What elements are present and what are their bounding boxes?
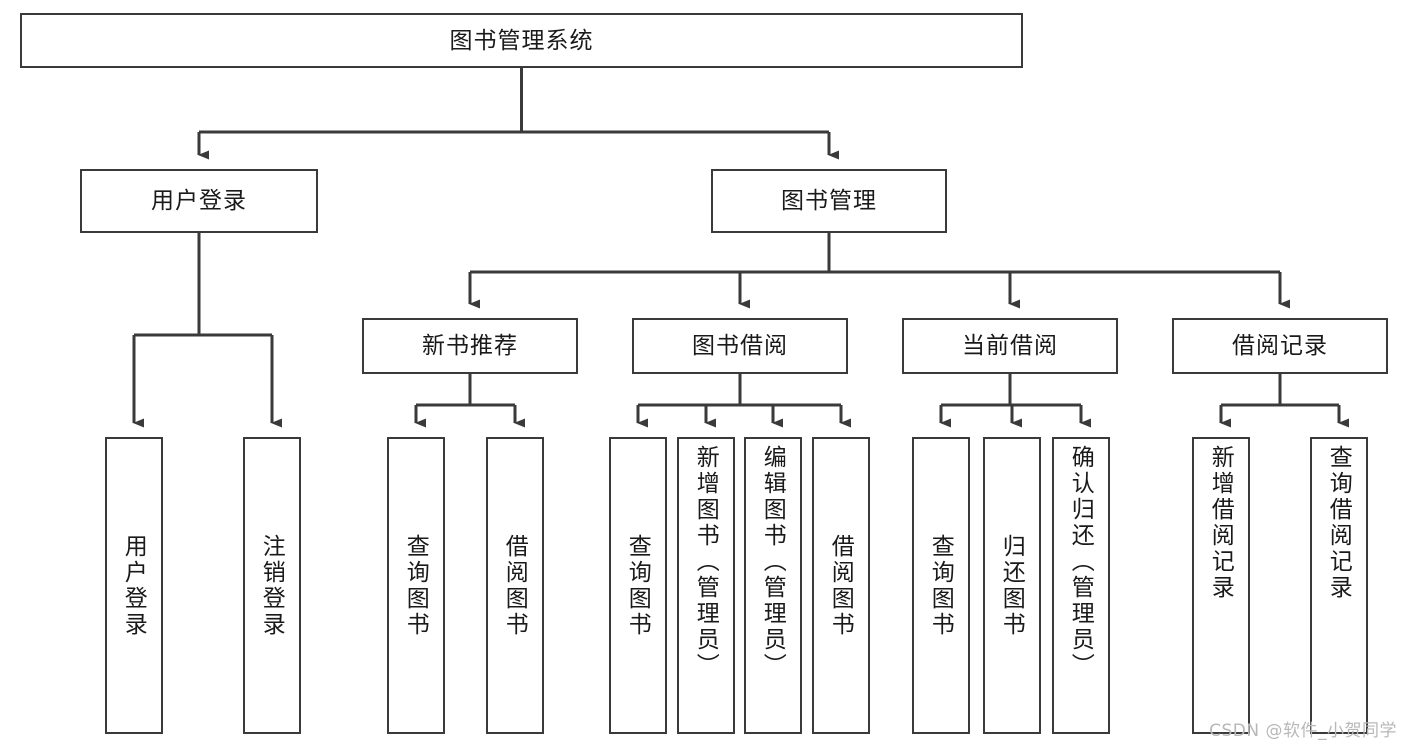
node-leaf-bb-add[interactable]: 新增图书（管理员）	[677, 437, 735, 734]
node-label: 用户登录	[151, 187, 247, 214]
node-label: 图书借阅	[692, 332, 788, 359]
node-label: 编辑图书（管理员）	[760, 445, 787, 679]
node-label: 查询图书	[403, 533, 430, 638]
node-label: 查询借阅记录	[1326, 445, 1353, 601]
node-new-book-rec[interactable]: 新书推荐	[362, 318, 578, 374]
node-book-borrow[interactable]: 图书借阅	[632, 318, 848, 374]
node-leaf-bb-borrow[interactable]: 借阅图书	[812, 437, 870, 734]
node-book-manage[interactable]: 图书管理	[711, 169, 947, 233]
node-label: 新增图书（管理员）	[693, 445, 720, 679]
node-label: 当前借阅	[962, 332, 1058, 359]
node-label: 查询图书	[625, 533, 652, 638]
node-label: 新增借阅记录	[1208, 445, 1235, 601]
node-label: 确认归还（管理员）	[1068, 445, 1095, 679]
node-leaf-rec-query[interactable]: 查询图书	[387, 437, 445, 734]
node-leaf-cb-query[interactable]: 查询图书	[912, 437, 970, 734]
node-leaf-cb-confirm[interactable]: 确认归还（管理员）	[1052, 437, 1110, 734]
node-leaf-bb-query[interactable]: 查询图书	[609, 437, 667, 734]
csdn-watermark: CSDN @软件_小贺同学	[1209, 721, 1397, 741]
node-leaf-rec-borrow[interactable]: 借阅图书	[486, 437, 544, 734]
node-leaf-cb-return[interactable]: 归还图书	[983, 437, 1041, 734]
node-root[interactable]: 图书管理系统	[20, 13, 1023, 68]
node-label: 归还图书	[999, 533, 1026, 638]
node-label: 借阅图书	[828, 533, 855, 638]
node-label: 注销登录	[259, 533, 286, 638]
node-label: 查询图书	[928, 533, 955, 638]
node-label: 借阅记录	[1232, 332, 1328, 359]
node-label: 新书推荐	[422, 332, 518, 359]
node-label: 用户登录	[121, 533, 148, 638]
node-label: 借阅图书	[502, 533, 529, 638]
node-leaf-user-login[interactable]: 用户登录	[105, 437, 163, 734]
node-label: 图书管理系统	[449, 26, 594, 53]
node-leaf-bb-edit[interactable]: 编辑图书（管理员）	[744, 437, 802, 734]
node-leaf-br-query[interactable]: 查询借阅记录	[1310, 437, 1368, 734]
node-leaf-br-add[interactable]: 新增借阅记录	[1192, 437, 1250, 734]
node-leaf-user-logout[interactable]: 注销登录	[243, 437, 301, 734]
node-current-borrow[interactable]: 当前借阅	[902, 318, 1118, 374]
node-user-login[interactable]: 用户登录	[80, 169, 318, 233]
node-label: 图书管理	[781, 187, 877, 214]
node-borrow-record[interactable]: 借阅记录	[1172, 318, 1388, 374]
